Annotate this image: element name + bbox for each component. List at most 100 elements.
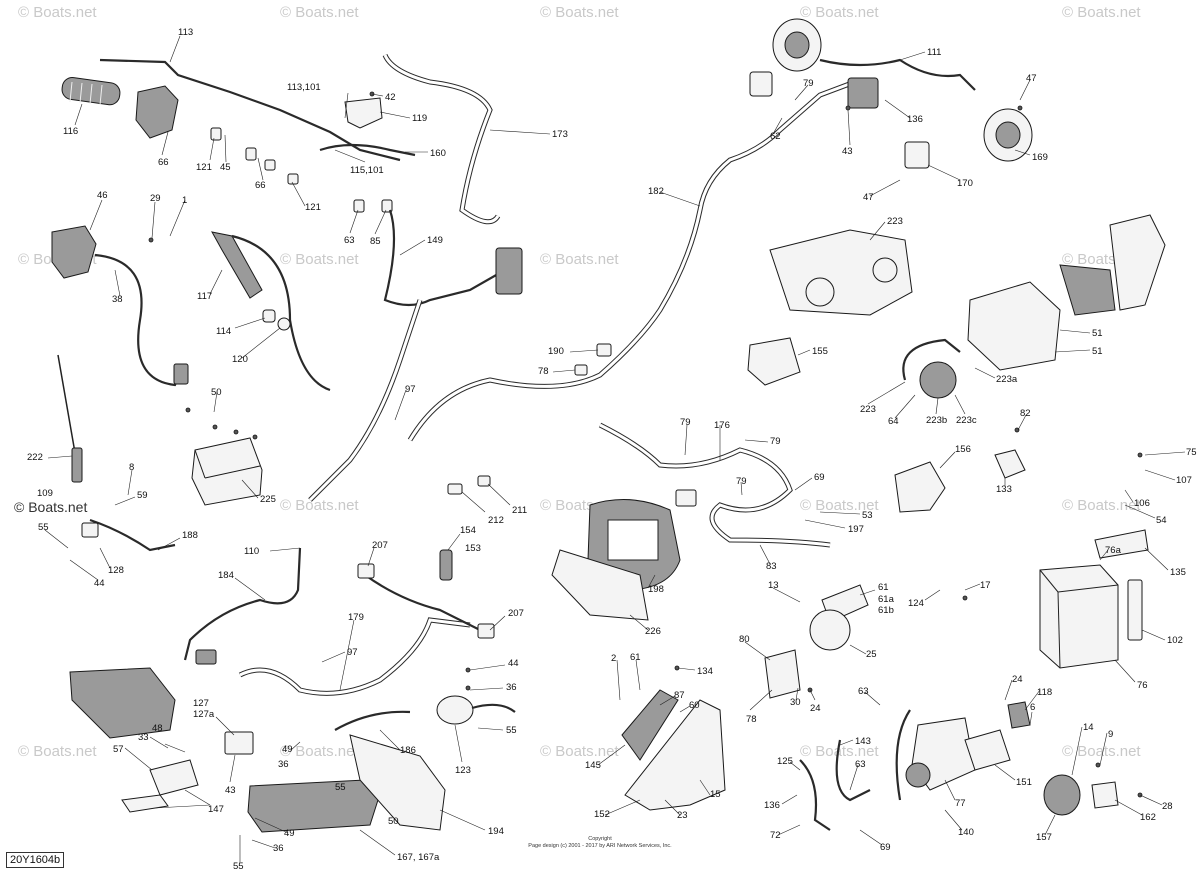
bulb-211 <box>477 475 491 487</box>
callout-label: 121 <box>305 202 321 213</box>
module-155 <box>747 337 801 386</box>
callout-label: 57 <box>113 744 124 755</box>
watermark: © Boats.net <box>1062 743 1141 760</box>
callout-label: 61 <box>630 652 641 663</box>
callout-label: 75 <box>1186 447 1197 458</box>
callout-label: 136 <box>907 114 923 125</box>
disc-25 <box>809 609 851 651</box>
callout-label: 61 <box>878 582 889 593</box>
callout-label: 78 <box>538 366 549 377</box>
harness-38 <box>94 253 182 387</box>
callout-label: 55 <box>233 861 244 872</box>
handle-grip <box>61 77 121 106</box>
callout-label: 135 <box>1170 567 1186 578</box>
socket-153 <box>439 549 453 581</box>
callout-label: 153 <box>465 543 481 554</box>
harness-184 <box>183 547 302 661</box>
sensor-wire-63 <box>895 709 911 801</box>
amplifier <box>847 77 879 109</box>
callout-label: 212 <box>488 515 504 526</box>
copyright-notice: Copyright Page design (c) 2001 - 2017 by… <box>520 836 680 850</box>
harness-207 <box>364 574 481 631</box>
watermark: © Boats.net <box>540 4 619 21</box>
callout-label: 25 <box>866 649 877 660</box>
callout-label: 114 <box>216 326 231 337</box>
callout-label: 179 <box>348 612 364 623</box>
callout-label: 147 <box>208 804 224 815</box>
callout-label: 63 <box>344 235 355 246</box>
harness-149 <box>383 209 506 307</box>
callout-label: 77 <box>955 798 966 809</box>
callout-label: 184 <box>218 570 234 581</box>
callout-label: 36 <box>506 682 517 693</box>
clip <box>353 199 365 213</box>
callout-label: 46 <box>97 190 108 201</box>
callout-label: 24 <box>810 703 821 714</box>
callout-label: 127 <box>193 698 209 709</box>
callout-label: 82 <box>1020 408 1031 419</box>
bracket-194 <box>349 734 446 831</box>
callout-label: 14 <box>1083 722 1094 733</box>
callout-label: 36 <box>273 843 284 854</box>
clip <box>287 173 299 185</box>
tail-light-right <box>247 779 379 833</box>
callout-label: 106 <box>1134 498 1150 509</box>
callout-label: 223 <box>860 404 876 415</box>
callout-label: 51 <box>1092 328 1103 339</box>
bushing <box>277 317 291 331</box>
callout-label: 117 <box>197 291 212 302</box>
callout-label: 223a <box>996 374 1018 385</box>
connector <box>195 649 217 665</box>
callout-label: 225 <box>260 494 276 505</box>
callout-label: 190 <box>548 346 564 357</box>
callout-label: 154 <box>460 525 476 536</box>
callout-label: 155 <box>812 346 828 357</box>
callout-label: 13 <box>768 580 779 591</box>
document-id: 20Y1604b <box>6 852 65 868</box>
harness-186 <box>334 710 411 731</box>
callout-label: 223 <box>887 216 903 227</box>
callout-label: 116 <box>63 126 78 137</box>
callout-label: 78 <box>746 714 757 725</box>
callout-label: 115,101 <box>350 165 384 176</box>
callout-label: 61b <box>878 605 894 616</box>
fog-lamp-156 <box>894 461 946 513</box>
reflector <box>121 794 169 813</box>
watermark: © Boats.net <box>800 497 879 514</box>
callout-label: 63 <box>855 759 866 770</box>
callout-label: 63 <box>858 686 869 697</box>
callout-labels: 113 116 66 121 45 113,101 42 119 173 160… <box>27 27 1197 872</box>
callout-label: 49 <box>282 744 293 755</box>
callout-label: 38 <box>112 294 123 305</box>
callout-label: 207 <box>372 540 388 551</box>
tweeter-170 <box>904 141 930 169</box>
grip-wire <box>231 234 331 392</box>
connector <box>173 363 189 385</box>
callout-label: 134 <box>697 666 713 677</box>
callout-label: 79 <box>803 78 814 89</box>
callout-label: 176 <box>714 420 730 431</box>
callout-label: 45 <box>220 162 231 173</box>
callout-label: 226 <box>645 626 661 637</box>
callout-label: 156 <box>955 444 971 455</box>
callout-label: 29 <box>150 193 161 204</box>
bracket-152 <box>624 699 726 811</box>
watermark: © Boats.net <box>280 251 359 268</box>
callout-label: 79 <box>736 476 747 487</box>
callout-label: 51 <box>1092 346 1103 357</box>
callout-label: 48 <box>152 723 163 734</box>
connector <box>81 522 99 538</box>
horn-wire <box>471 703 516 713</box>
callout-label: 127a <box>193 709 215 720</box>
callout-label: 76a <box>1105 545 1122 556</box>
callout-label: 121 <box>196 162 212 173</box>
callout-label: 151 <box>1016 777 1032 788</box>
callout-label: 197 <box>848 524 864 535</box>
watermark: © Boats.net <box>540 251 619 268</box>
callout-label: 157 <box>1036 832 1052 843</box>
connector-block <box>495 247 523 295</box>
left-switch-housing <box>51 225 97 279</box>
bracket-119 <box>344 97 383 129</box>
callout-label: 76 <box>1137 680 1148 691</box>
